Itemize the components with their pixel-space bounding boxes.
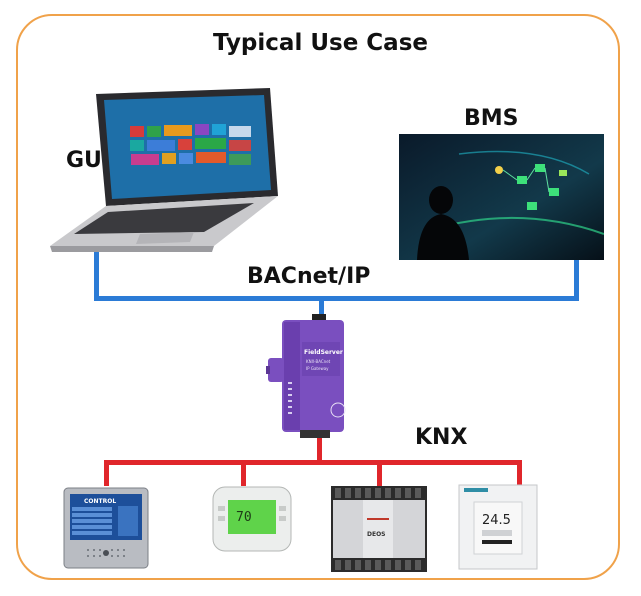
knx-label: KNX (415, 425, 468, 450)
gateway-line-2: KNX-BACnet (306, 359, 331, 364)
laptop-tiles (130, 124, 251, 165)
knx-control-panel: CONTROL (63, 487, 149, 569)
bacnet-line-gateway-drop (319, 296, 324, 318)
diagram-title: Typical Use Case (212, 30, 428, 56)
diagram-frame (16, 14, 620, 580)
bms-label: BMS (464, 106, 519, 131)
bacnet-bus (94, 296, 579, 301)
knx-drop-1 (104, 460, 109, 486)
knx-io-controller: DEOS (331, 486, 427, 572)
knx-line-gateway-drop (317, 436, 322, 464)
knx-drop-2 (241, 460, 246, 486)
knx-thermostat: 70 (212, 486, 292, 552)
bacnet-line-left-vertical (94, 222, 99, 300)
thermostat-reading: 70 (236, 510, 252, 525)
control-panel-title: CONTROL (84, 498, 116, 505)
io-controller-brand: DEOS (367, 531, 386, 538)
bms-image (399, 134, 604, 260)
gateway-line-3: IP Gateway (306, 366, 329, 371)
fieldserver-gateway: FieldServer KNX-BACnet IP Gateway (266, 314, 346, 438)
laptop-image (50, 88, 278, 252)
gateway-brand: FieldServer (304, 349, 343, 356)
bacnet-line-right-vertical (574, 258, 579, 300)
knx-drop-3 (377, 460, 382, 486)
knx-bus (104, 460, 522, 465)
knx-room-controller: 24.5 (458, 484, 538, 570)
knx-drop-4 (517, 460, 522, 486)
bacnet-label: BACnet/IP (247, 264, 371, 289)
room-controller-reading: 24.5 (482, 513, 511, 528)
